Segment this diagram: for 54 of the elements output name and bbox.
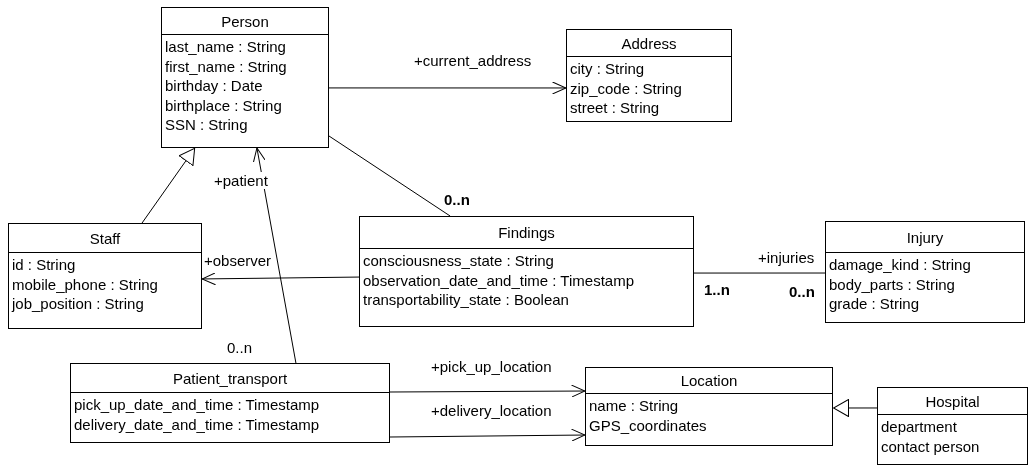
role-label: +observer bbox=[203, 252, 273, 269]
attribute-text: transportability_state : Boolean bbox=[363, 290, 569, 310]
class-name: Hospital bbox=[925, 392, 980, 410]
class-name: Patient_transport bbox=[172, 369, 288, 387]
attribute-text: birthday : Date bbox=[165, 76, 263, 96]
attribute-text: id : String bbox=[12, 255, 76, 275]
attribute-text: contact person bbox=[881, 436, 980, 456]
class-box bbox=[585, 367, 833, 446]
association-line bbox=[328, 135, 451, 217]
attribute-text: name : String bbox=[589, 396, 679, 416]
association-arrow bbox=[389, 428, 586, 442]
association-arrow bbox=[252, 147, 297, 364]
attribute-text: street : String bbox=[570, 98, 660, 118]
attribute-text: observation_date_and_time : Timestamp bbox=[363, 270, 634, 290]
generalization-arrow bbox=[141, 147, 196, 224]
role-label: +current_address bbox=[413, 52, 533, 69]
class-name: Person bbox=[221, 12, 269, 30]
attribute-text: zip_code : String bbox=[570, 78, 682, 98]
class-name: Injury bbox=[906, 228, 944, 246]
role-label: +pick_up_location bbox=[430, 358, 553, 375]
attribute-text: damage_kind : String bbox=[829, 255, 971, 275]
attribute-text: GPS_coordinates bbox=[589, 415, 707, 435]
class-box bbox=[70, 363, 390, 443]
class-box bbox=[161, 7, 329, 148]
class-name: Location bbox=[680, 372, 738, 389]
attribute-text: body_parts : String bbox=[829, 274, 955, 294]
attribute-text: birthplace : String bbox=[165, 95, 282, 115]
class-name: Findings bbox=[498, 224, 555, 241]
attribute-text: grade : String bbox=[829, 294, 920, 314]
class-box bbox=[8, 223, 202, 329]
attribute-text: pick_up_date_and_time : Timestamp bbox=[74, 395, 320, 415]
attribute-text: department bbox=[881, 417, 957, 437]
attribute-text: SSN : String bbox=[165, 115, 248, 135]
attribute-text: last_name : String bbox=[165, 37, 286, 57]
attribute-text: city : String bbox=[570, 59, 645, 79]
class-box bbox=[825, 221, 1025, 323]
association-line bbox=[693, 272, 826, 274]
class-name: Address bbox=[621, 34, 677, 52]
role-label: +delivery_location bbox=[430, 402, 553, 419]
association-arrow bbox=[201, 272, 360, 286]
class-box bbox=[359, 216, 694, 327]
role-label: +injuries bbox=[757, 249, 816, 266]
attribute-text: first_name : String bbox=[165, 56, 287, 76]
attribute-text: job_position : String bbox=[12, 294, 144, 314]
generalization-arrow bbox=[833, 399, 878, 417]
association-arrow bbox=[389, 384, 586, 398]
attribute-text: mobile_phone : String bbox=[12, 274, 158, 294]
attribute-text: consciousness_state : String bbox=[363, 251, 554, 271]
attribute-text: delivery_date_and_time : Timestamp bbox=[74, 414, 320, 434]
class-box bbox=[877, 387, 1028, 465]
association-arrow bbox=[328, 81, 567, 95]
role-label: +patient bbox=[213, 172, 269, 189]
class-box bbox=[566, 29, 732, 122]
class-name: Staff bbox=[89, 229, 121, 247]
